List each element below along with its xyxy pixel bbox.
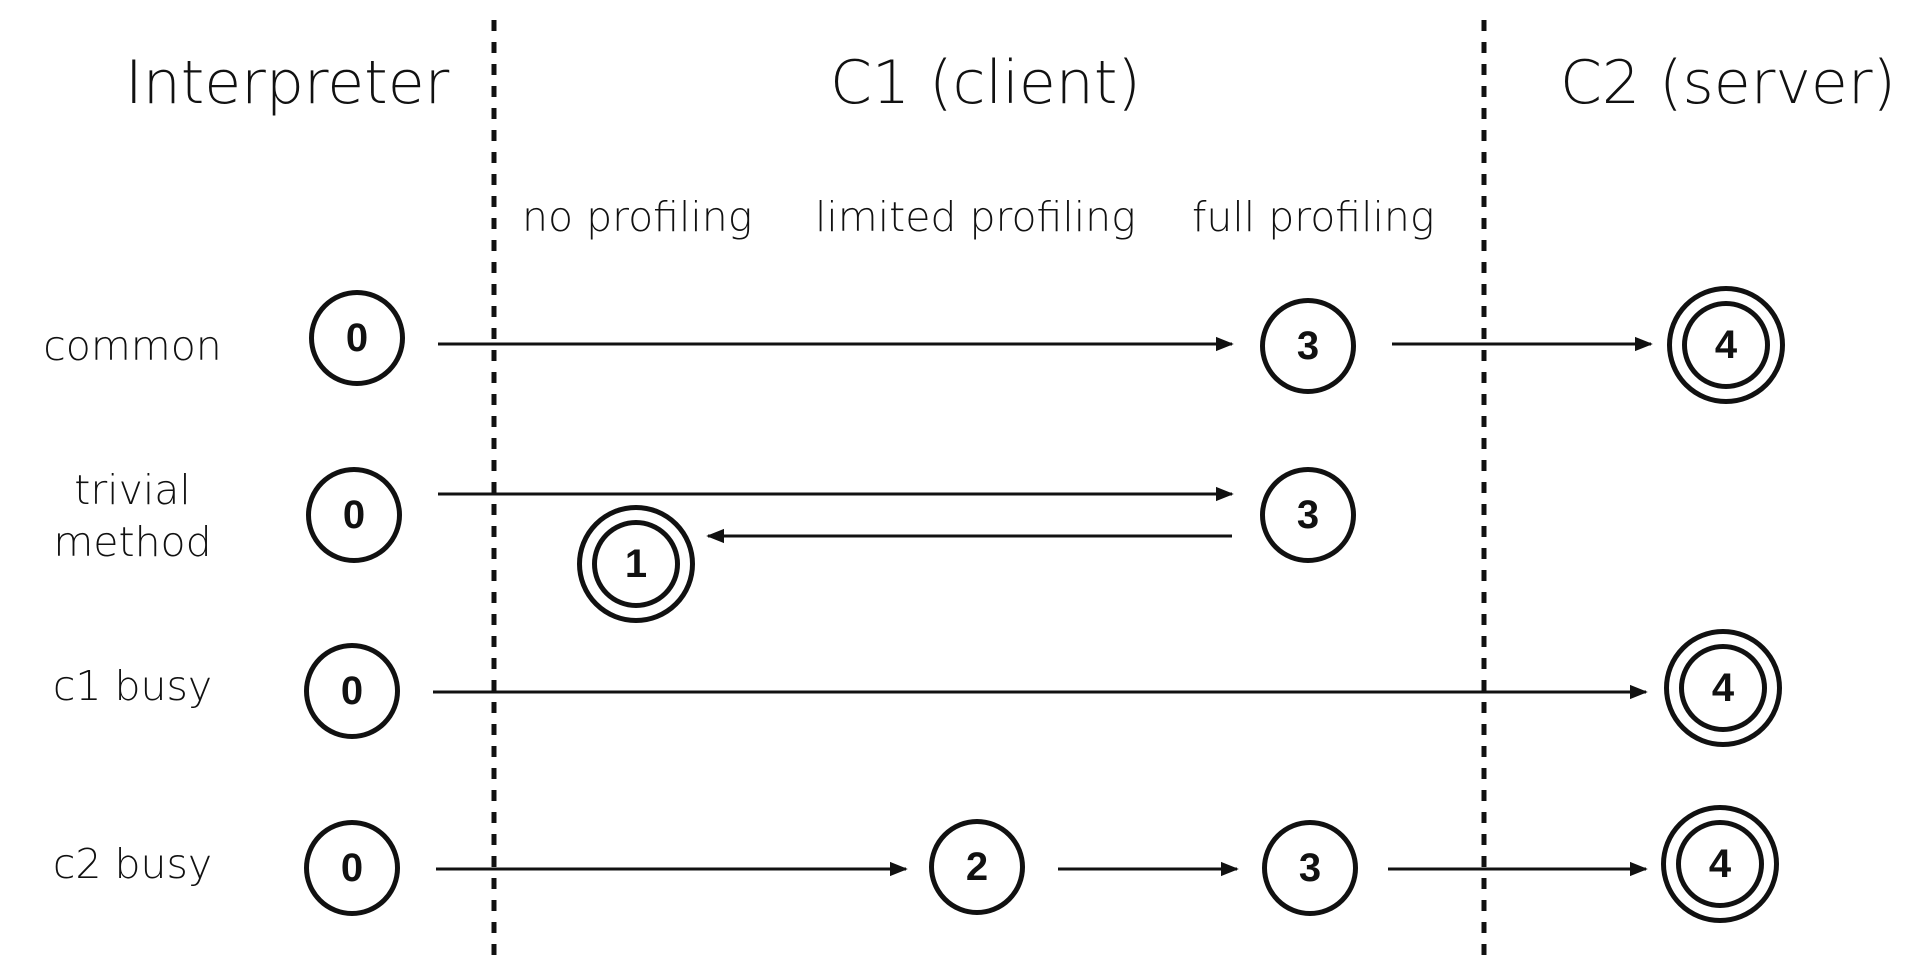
final-state-inner-ring: 4 xyxy=(1682,301,1770,389)
row-label-common: common xyxy=(43,322,222,370)
final-state-node-level-4: 4 xyxy=(1661,805,1779,923)
state-level-number: 4 xyxy=(1711,665,1735,710)
state-node-level-3: 3 xyxy=(1262,820,1358,916)
tier-heading-c2: C2 (server) xyxy=(1560,48,1896,118)
final-state-inner-ring: 4 xyxy=(1679,644,1767,732)
final-state-node-level-4: 4 xyxy=(1667,286,1785,404)
tier-heading-interpreter: Interpreter xyxy=(125,48,450,118)
final-state-node-level-4: 4 xyxy=(1664,629,1782,747)
final-state-inner-ring: 1 xyxy=(592,520,680,608)
state-node-level-0: 0 xyxy=(309,290,405,386)
row-label-trivial-line2: method xyxy=(53,518,212,566)
state-node-level-2: 2 xyxy=(929,819,1025,915)
state-level-number: 3 xyxy=(1296,323,1320,368)
c1-level-limited-profiling: limited profiling xyxy=(815,193,1136,241)
tier-heading-c1: C1 (client) xyxy=(830,48,1141,118)
final-state-node-level-1: 1 xyxy=(577,505,695,623)
row-label-trivial-line1: trivial xyxy=(74,466,191,514)
state-level-number: 0 xyxy=(340,845,364,890)
c1-level-full-profiling: full profiling xyxy=(1192,193,1435,241)
state-node-level-0: 0 xyxy=(306,467,402,563)
state-node-level-3: 3 xyxy=(1260,298,1356,394)
state-level-number: 3 xyxy=(1296,492,1320,537)
state-level-number: 0 xyxy=(345,315,369,360)
row-label-c2-busy: c2 busy xyxy=(52,840,213,888)
state-node-level-0: 0 xyxy=(304,820,400,916)
final-state-inner-ring: 4 xyxy=(1676,820,1764,908)
state-level-number: 1 xyxy=(624,541,648,586)
c1-level-no-profiling: no profiling xyxy=(522,193,753,241)
state-level-number: 0 xyxy=(340,668,364,713)
state-level-number: 2 xyxy=(965,844,989,889)
state-level-number: 4 xyxy=(1714,322,1738,367)
row-label-c1-busy: c1 busy xyxy=(52,662,213,710)
state-node-level-0: 0 xyxy=(304,643,400,739)
state-level-number: 3 xyxy=(1298,845,1322,890)
state-level-number: 4 xyxy=(1708,841,1732,886)
state-node-level-3: 3 xyxy=(1260,467,1356,563)
state-level-number: 0 xyxy=(342,492,366,537)
